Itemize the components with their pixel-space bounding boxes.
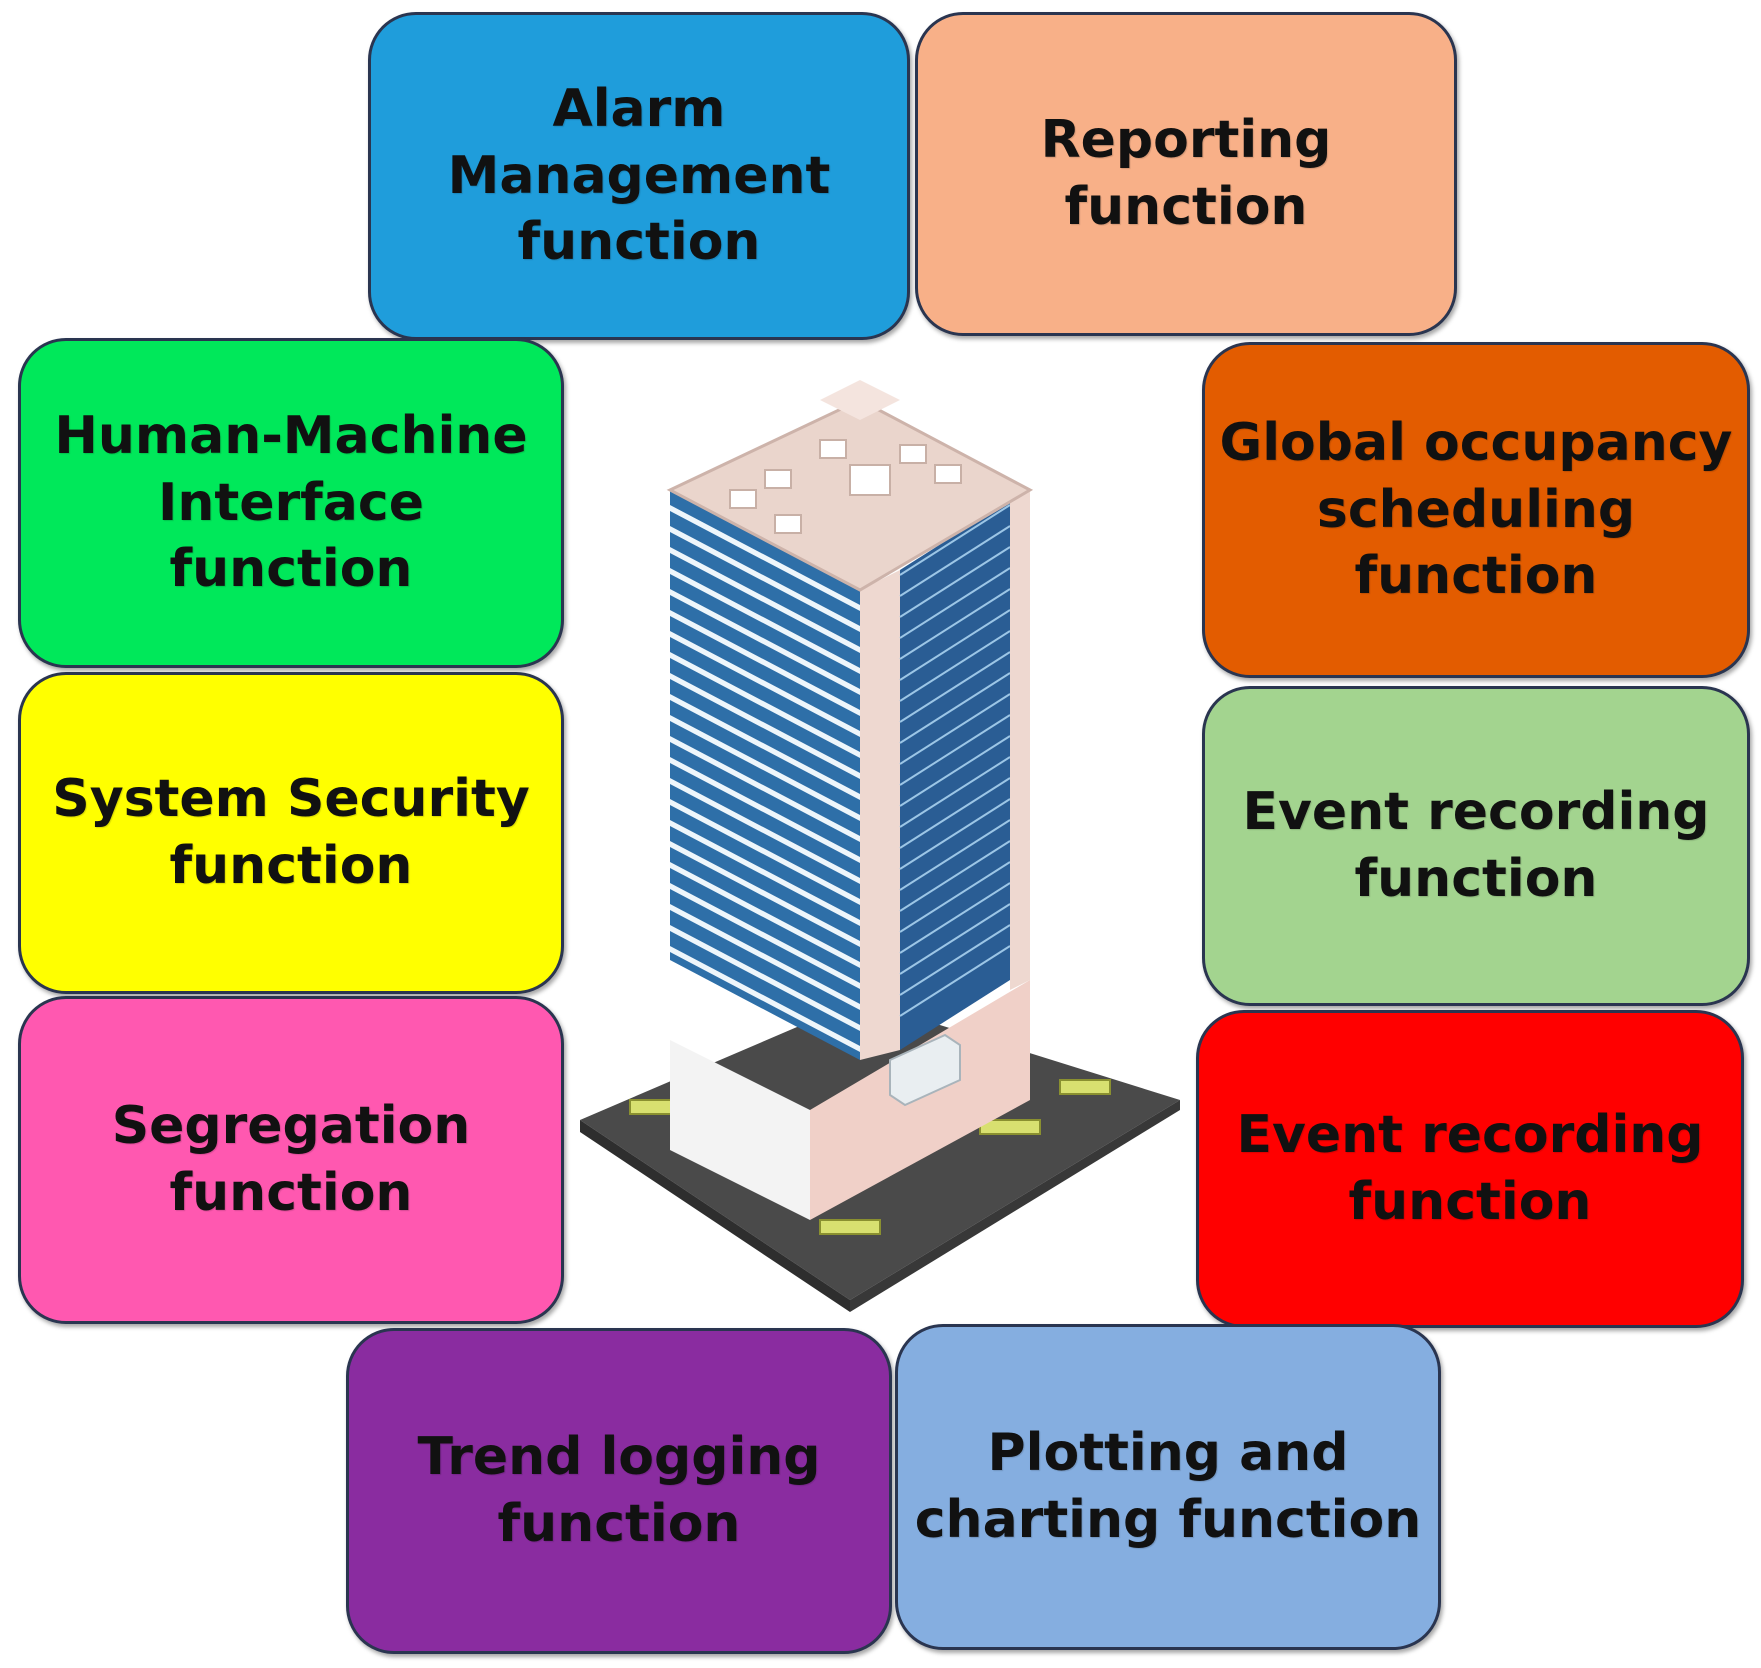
window-line [899, 903, 1011, 975]
facade-stripe [670, 610, 860, 716]
facade-stripe [670, 673, 860, 779]
window-line [899, 861, 1011, 933]
facade-stripe [670, 736, 860, 842]
window-line [899, 756, 1011, 828]
facade-stripe [670, 589, 860, 695]
event-recording-label-green: Event recording function [1242, 782, 1710, 909]
global-occupancy-box: Global occupancy scheduling function [1202, 342, 1750, 678]
trend-logging-label: Trend logging function [417, 1427, 821, 1554]
window-line [899, 882, 1011, 954]
trend-logging-box: Trend logging function [346, 1328, 892, 1654]
window-line [899, 735, 1011, 807]
window-line [899, 630, 1011, 702]
facade-stripe [670, 799, 860, 905]
window-line [899, 777, 1011, 849]
window-line [899, 924, 1011, 996]
human-machine-interface-label: Human-Machine Interface function [54, 406, 528, 600]
entrance-block [889, 1033, 961, 1107]
window-line [899, 546, 1011, 618]
roof-units [729, 439, 962, 534]
podium-left [670, 1040, 810, 1220]
human-machine-interface-box: Human-Machine Interface function [18, 338, 564, 668]
global-occupancy-label: Global occupancy scheduling function [1219, 413, 1733, 607]
segregation-box: Segregation function [18, 996, 564, 1324]
event-recording-label-red: Event recording function [1236, 1105, 1704, 1232]
window-line [899, 945, 1011, 1017]
facade-stripe [670, 505, 860, 611]
facade-stripe [670, 820, 860, 926]
window-line [899, 798, 1011, 870]
window-line [899, 651, 1011, 723]
facade-stripe [670, 862, 860, 968]
window-line [899, 819, 1011, 891]
window-line [899, 609, 1011, 681]
event-recording-box-red: Event recording function [1196, 1010, 1744, 1328]
reporting-box: Reporting function [915, 12, 1457, 336]
facade-stripe [670, 757, 860, 863]
system-security-label: System Security function [52, 769, 530, 896]
alarm-management-box: Alarm Management function [368, 12, 910, 340]
plotting-charting-box: Plotting and charting function [895, 1324, 1441, 1650]
facade-stripe [670, 652, 860, 758]
facade-stripe [670, 841, 860, 947]
plotting-charting-label: Plotting and charting function [914, 1423, 1422, 1550]
facade-stripe [670, 568, 860, 674]
facade-stripe [670, 547, 860, 653]
window-line [899, 504, 1011, 576]
window-line [899, 693, 1011, 765]
facade-stripe [670, 526, 860, 632]
reporting-label: Reporting function [1040, 110, 1332, 237]
podium-right [810, 980, 1030, 1220]
facade-stripe [670, 904, 860, 1010]
facade-stripe [670, 694, 860, 800]
window-line [899, 525, 1011, 597]
facade-stripes-left [670, 505, 860, 1052]
system-security-box: System Security function [18, 672, 564, 994]
window-line [899, 567, 1011, 639]
window-line [899, 672, 1011, 744]
facade-stripe [670, 883, 860, 989]
window-line [899, 714, 1011, 786]
facade-stripe [670, 946, 860, 1052]
facade-stripe [670, 778, 860, 884]
facade-stripe [670, 925, 860, 1031]
facade-grid-right [899, 504, 1011, 1017]
tower-right-facade [900, 500, 1010, 1050]
office-building-illustration [580, 380, 1180, 1312]
alarm-management-label: Alarm Management function [447, 79, 831, 273]
window-line [899, 840, 1011, 912]
facade-stripe [670, 715, 860, 821]
window-line [899, 588, 1011, 660]
event-recording-box-green: Event recording function [1202, 686, 1750, 1006]
tower-pillar [860, 570, 900, 1060]
facade-stripe [670, 631, 860, 737]
segregation-label: Segregation function [111, 1096, 471, 1223]
